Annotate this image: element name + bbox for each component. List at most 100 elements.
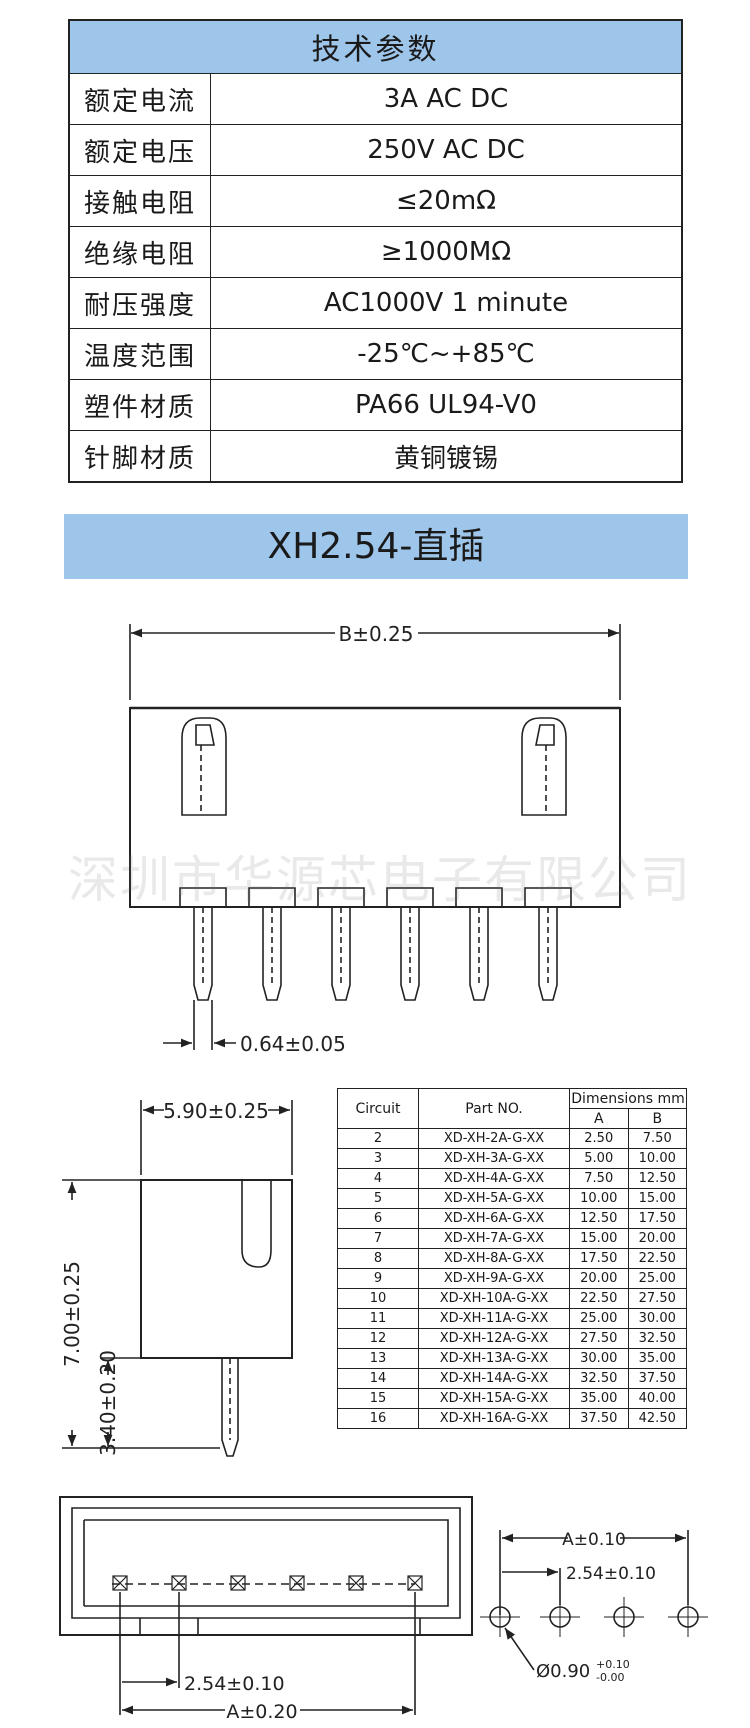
cell-part: XD-XH-11A-G-XX — [418, 1308, 570, 1329]
cell-b: 30.00 — [627, 1308, 687, 1329]
cell-a: 35.00 — [569, 1388, 629, 1409]
pcb-layout — [480, 1530, 708, 1671]
cell-b: 42.50 — [627, 1408, 687, 1429]
cell-part: XD-XH-14A-G-XX — [418, 1368, 570, 1389]
cell-part: XD-XH-2A-G-XX — [418, 1128, 570, 1149]
cell-part: XD-XH-7A-G-XX — [418, 1228, 570, 1249]
cell-part: XD-XH-3A-G-XX — [418, 1148, 570, 1169]
cell-circuit: 16 — [337, 1408, 419, 1429]
cell-circuit: 15 — [337, 1388, 419, 1409]
spec-value: ≥1000MΩ — [210, 226, 683, 278]
cell-a: 5.00 — [569, 1148, 629, 1169]
dim-label-pitch-bottom: 2.54±0.10 — [184, 1673, 285, 1695]
dim-label-side-width: 5.90±0.25 — [163, 1099, 269, 1123]
dim-label-pin-width: 0.64±0.05 — [240, 1032, 346, 1056]
technical-drawing: B±0.25 0.64±0.05 5.90±0.25 7.00±0.25 3.4… — [59, 622, 708, 1723]
spec-label: 额定电流 — [68, 73, 211, 125]
cell-b: 7.50 — [627, 1128, 687, 1149]
cell-part: XD-XH-8A-G-XX — [418, 1248, 570, 1269]
cell-a: 37.50 — [569, 1408, 629, 1429]
cell-part: XD-XH-13A-G-XX — [418, 1348, 570, 1369]
col-circuit: Circuit — [337, 1088, 419, 1129]
cell-b: 15.00 — [627, 1188, 687, 1209]
cell-part: XD-XH-6A-G-XX — [418, 1208, 570, 1229]
cell-a: 30.00 — [569, 1348, 629, 1369]
cell-part: XD-XH-4A-G-XX — [418, 1168, 570, 1189]
cell-b: 10.00 — [627, 1148, 687, 1169]
spec-row: 绝缘电阻≥1000MΩ — [68, 226, 683, 278]
cell-b: 12.50 — [627, 1168, 687, 1189]
top-view-pins — [112, 1575, 423, 1591]
cell-circuit: 12 — [337, 1328, 419, 1349]
cell-b: 35.00 — [627, 1348, 687, 1369]
spec-label: 温度范围 — [68, 328, 211, 380]
cell-a: 17.50 — [569, 1248, 629, 1269]
spec-label: 额定电压 — [68, 124, 211, 176]
cell-a: 2.50 — [569, 1128, 629, 1149]
dim-label-hole-tol-minus: -0.00 — [596, 1671, 624, 1684]
cell-b: 22.50 — [627, 1248, 687, 1269]
dim-label-pcb-pitch: 2.54±0.10 — [566, 1564, 656, 1584]
cell-b: 25.00 — [627, 1268, 687, 1289]
spec-value: 黄铜镀锡 — [210, 430, 683, 483]
cell-b: 40.00 — [627, 1388, 687, 1409]
cell-circuit: 8 — [337, 1248, 419, 1269]
cell-b: 32.50 — [627, 1328, 687, 1349]
cell-a: 22.50 — [569, 1288, 629, 1309]
dim-label-pcb-a: A±0.10 — [562, 1530, 626, 1550]
product-banner: XH2.54-直插 — [64, 514, 688, 579]
col-part-no: Part NO. — [418, 1088, 570, 1129]
cell-a: 12.50 — [569, 1208, 629, 1229]
spec-value: AC1000V 1 minute — [210, 277, 683, 329]
spec-label: 耐压强度 — [68, 277, 211, 329]
cell-circuit: 6 — [337, 1208, 419, 1229]
cell-a: 32.50 — [569, 1368, 629, 1389]
cell-part: XD-XH-15A-G-XX — [418, 1388, 570, 1409]
dim-label-b: B±0.25 — [338, 622, 413, 646]
cell-circuit: 7 — [337, 1228, 419, 1249]
cell-circuit: 11 — [337, 1308, 419, 1329]
cell-circuit: 13 — [337, 1348, 419, 1369]
cell-a: 15.00 — [569, 1228, 629, 1249]
cell-a: 10.00 — [569, 1188, 629, 1209]
cell-a: 27.50 — [569, 1328, 629, 1349]
cell-circuit: 4 — [337, 1168, 419, 1189]
cell-circuit: 2 — [337, 1128, 419, 1149]
spec-label: 接触电阻 — [68, 175, 211, 227]
spec-label: 针脚材质 — [68, 430, 211, 483]
spec-row: 温度范围-25℃~+85℃ — [68, 328, 683, 380]
spec-label: 绝缘电阻 — [68, 226, 211, 278]
cell-circuit: 10 — [337, 1288, 419, 1309]
cell-b: 37.50 — [627, 1368, 687, 1389]
col-a: A — [569, 1108, 629, 1129]
cell-circuit: 5 — [337, 1188, 419, 1209]
cell-circuit: 9 — [337, 1268, 419, 1289]
cell-b: 17.50 — [627, 1208, 687, 1229]
dim-label-hole: Ø0.90 — [536, 1661, 590, 1682]
cell-part: XD-XH-16A-G-XX — [418, 1408, 570, 1429]
cell-a: 7.50 — [569, 1168, 629, 1189]
cell-part: XD-XH-10A-G-XX — [418, 1288, 570, 1309]
front-view — [129, 624, 621, 1050]
spec-value: 250V AC DC — [210, 124, 683, 176]
cell-circuit: 14 — [337, 1368, 419, 1389]
cell-circuit: 3 — [337, 1148, 419, 1169]
spec-row: 接触电阻≤20mΩ — [68, 175, 683, 227]
